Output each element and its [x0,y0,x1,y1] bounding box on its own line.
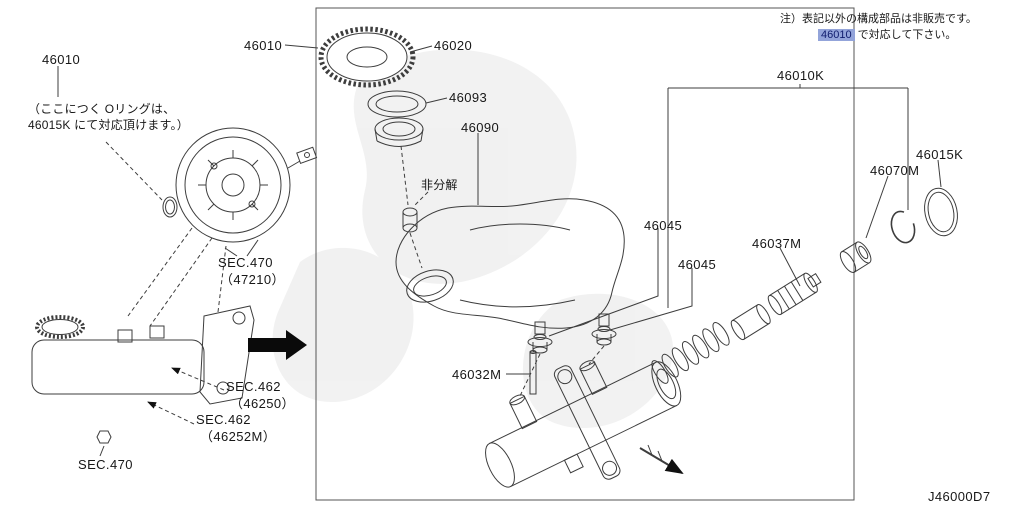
diagram-border [315,7,855,501]
sec-label-462-a: SEC.462 [226,379,281,394]
cap-seal-drawing [367,90,448,118]
push-rod-drawing [639,444,684,475]
stopper-pin-drawing [506,350,537,395]
part-label-46015K[interactable]: 46015K [916,147,964,162]
note-highlighted-part[interactable]: 46010 [818,29,855,41]
leader-46045-a [548,228,659,337]
sec-label-470-nut: SEC.470 [78,457,133,472]
reservoir-cap-drawing [284,26,433,88]
sec-label-462-a-num: （46250） [230,396,295,411]
part-label-46010-left[interactable]: 46010 [42,52,81,67]
piston-assembly-drawing [767,272,822,316]
left-46010-leader [57,66,163,201]
non-serviceable-label: 非分解 [421,178,458,192]
part-label-46093[interactable]: 46093 [449,90,488,105]
callout-line2: 46015K にて対応頂けます。） [28,118,189,132]
part-label-46020[interactable]: 46020 [434,38,473,53]
leader-46070M [865,175,889,239]
sec-label-462-b: SEC.462 [196,412,251,427]
sec-label-470-booster-num: （47210） [220,272,285,287]
cap-inner-drawing [374,117,424,206]
part-label-46045-b[interactable]: 46045 [678,257,717,272]
leader-46010-main [284,44,319,49]
part-label-46010-main[interactable]: 46010 [244,38,283,53]
kit-bracket-46010K [667,84,909,308]
note-line1: 注）表記以外の構成部品は非販売です。 [780,13,977,25]
callout-line1: （ここにつく Oリングは、 [28,102,176,116]
leader-46020 [409,45,433,53]
sec-label-462-b-num: （46252M） [200,429,277,444]
part-label-46032M[interactable]: 46032M [452,367,502,382]
return-spring-drawing [651,322,730,384]
part-label-46045-a[interactable]: 46045 [644,218,683,233]
direction-arrow [248,330,307,360]
float-sensor-drawing [402,191,429,269]
secondary-cup-drawing [839,241,872,274]
master-cylinder-left-drawing [31,245,255,457]
brake-booster-drawing [127,127,318,327]
drawing-number: J46000D7 [928,489,991,504]
o-ring-small-drawing [162,196,178,218]
leader-46045-b [609,268,693,331]
nut-drawing [96,430,112,444]
o-ring-46015K-drawing [924,159,958,237]
master-cylinder-body-drawing [485,360,682,488]
note-line2-rest: で対応して下さい。 [854,29,957,41]
note-line2: 46010 で対応して下さい。 [818,26,956,42]
part-label-46090[interactable]: 46090 [461,120,500,135]
cup-holder-drawing [730,304,771,341]
part-label-46070M[interactable]: 46070M [870,163,920,178]
part-label-46010K[interactable]: 46010K [777,68,825,83]
leader-46015K [937,159,942,188]
snap-ring-drawing [890,210,916,244]
watermark-graphic [272,49,674,429]
part-label-46037M[interactable]: 46037M [752,236,802,251]
leader-46037M [779,247,801,287]
sec-label-470-booster: SEC.470 [218,255,273,270]
